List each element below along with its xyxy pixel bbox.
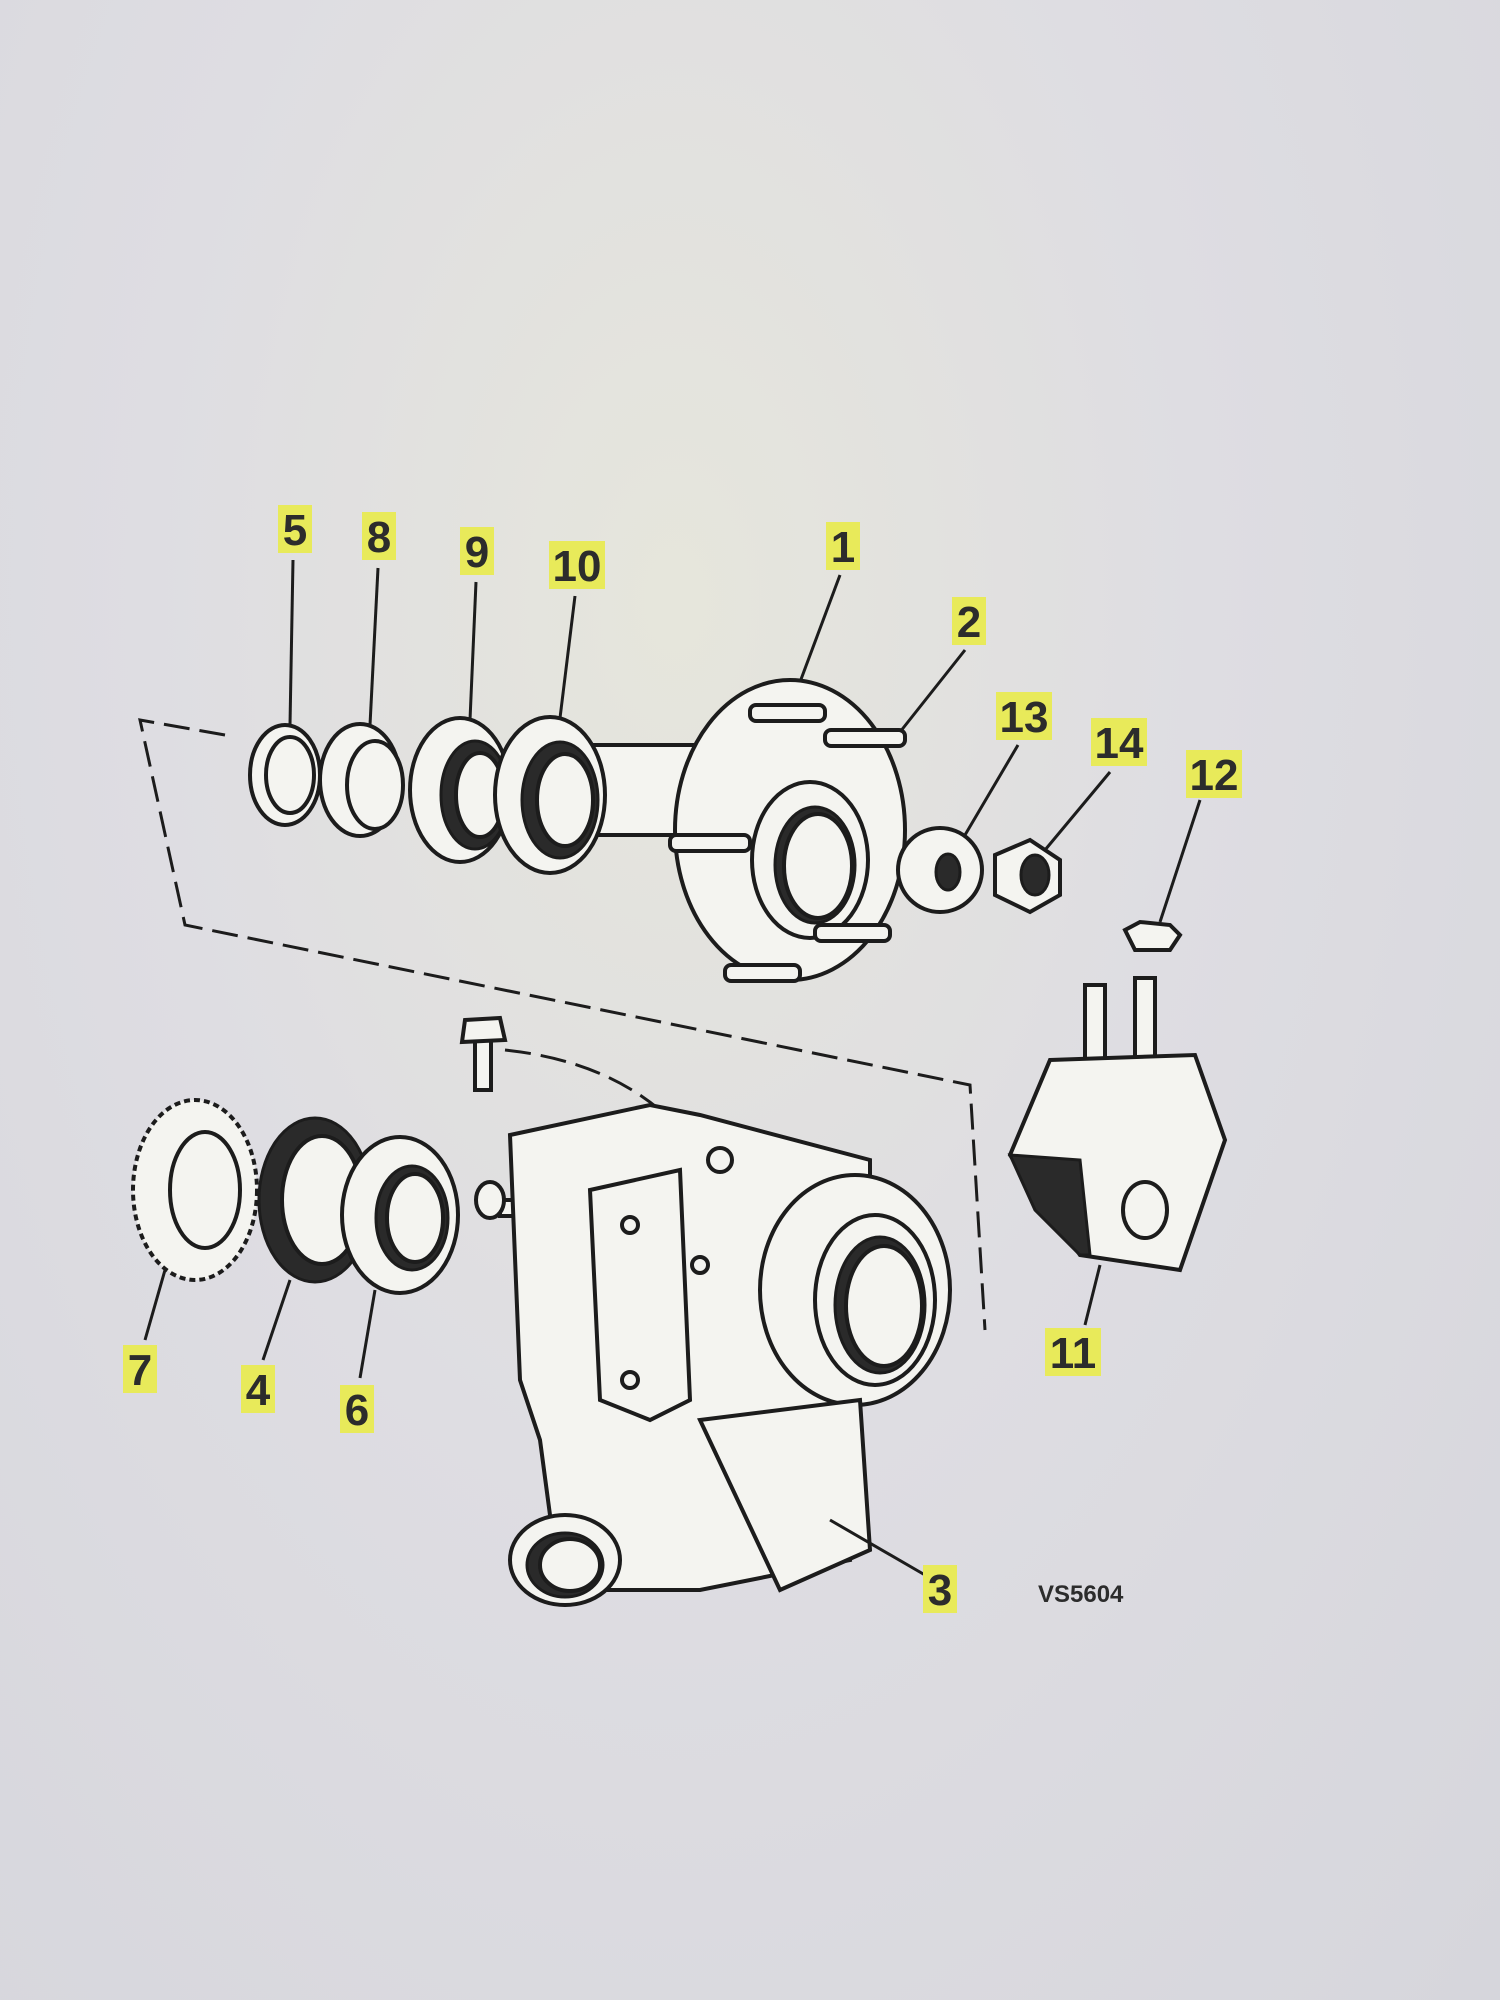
callout-7: 7: [123, 1345, 157, 1395]
svg-text:12: 12: [1190, 751, 1239, 800]
svg-text:14: 14: [1095, 719, 1144, 768]
callout-14: 14: [1091, 718, 1147, 768]
callout-5: 5: [278, 505, 312, 555]
callout-3: 3: [923, 1565, 957, 1615]
svg-text:6: 6: [345, 1386, 369, 1435]
wheel-studs: [668, 703, 907, 983]
callout-13: 13: [996, 692, 1052, 742]
callout-1: 1: [826, 522, 860, 572]
part-5-seal: [248, 723, 322, 827]
svg-text:8: 8: [367, 513, 391, 562]
reference-code: VS5604: [1038, 1581, 1124, 1608]
callout-9: 9: [460, 527, 494, 577]
svg-text:10: 10: [553, 542, 602, 591]
part-9-bearing: [408, 716, 512, 864]
callout-11: 11: [1045, 1328, 1101, 1378]
svg-text:3: 3: [928, 1566, 952, 1615]
callout-10: 10: [549, 541, 605, 591]
callout-12: 12: [1186, 750, 1242, 800]
svg-text:7: 7: [128, 1346, 152, 1395]
part-12-nut: [1122, 919, 1183, 952]
part-11-mount: [1007, 976, 1228, 1273]
svg-text:2: 2: [957, 598, 981, 647]
svg-text:13: 13: [1000, 693, 1049, 742]
svg-text:9: 9: [465, 528, 489, 577]
callout-2: 2: [952, 597, 986, 647]
callout-6: 6: [340, 1385, 374, 1435]
part-13-washer: [896, 826, 984, 914]
svg-text:1: 1: [831, 523, 855, 572]
part-7-reluctor-ring: [131, 1098, 259, 1282]
part-8-spacer: [318, 722, 405, 838]
svg-text:11: 11: [1050, 1329, 1097, 1378]
callout-8: 8: [362, 512, 396, 562]
svg-text:5: 5: [283, 506, 307, 555]
callout-4: 4: [241, 1365, 275, 1415]
part-3-hub-carrier: [507, 1102, 952, 1607]
part-10-bearing: [493, 715, 607, 875]
svg-text:4: 4: [246, 1366, 271, 1415]
part-6-bearing: [340, 1135, 460, 1295]
leader-lines: [143, 559, 1202, 1577]
part-14-hub-nut: [993, 837, 1062, 915]
assembly-guide-lines: [138, 718, 987, 1331]
